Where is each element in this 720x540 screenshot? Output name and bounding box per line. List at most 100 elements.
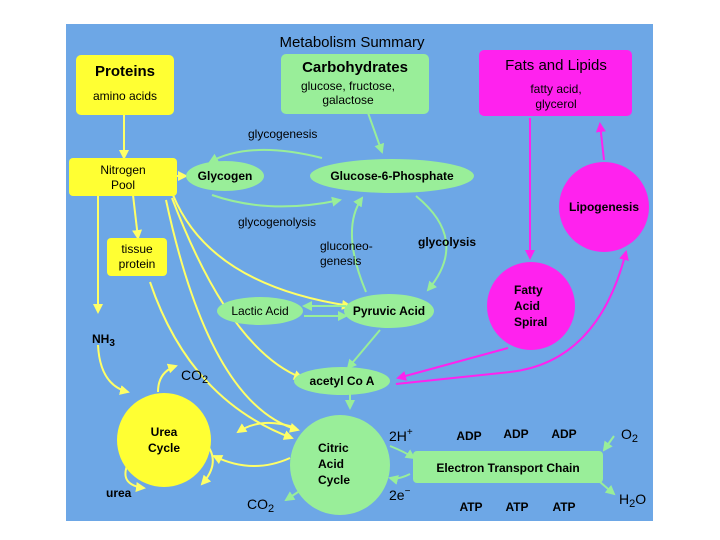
nh3-sub: 3	[109, 338, 115, 349]
lactic-acid-node: Lactic Acid	[217, 297, 303, 325]
h2o-tail: O	[635, 491, 646, 507]
glycogenesis-label: glycogenesis	[248, 127, 317, 141]
o2-sub: 2	[632, 433, 638, 445]
proteins-box: Proteins amino acids	[76, 55, 174, 115]
e2minus-main: 2e	[389, 487, 405, 503]
fats-sub2: glycerol	[535, 97, 576, 111]
magenta-arrows	[395, 118, 629, 385]
citric-acid-cycle-line3: Cycle	[318, 473, 350, 487]
arrow-acetyl-to-lipogenesis	[395, 250, 629, 385]
etc-box: Electron Transport Chain	[413, 451, 603, 483]
co2-top-label: CO2	[181, 367, 208, 386]
fatty-acid-spiral-line3: Spiral	[514, 315, 547, 329]
urea-cycle-line2: Cycle	[148, 441, 180, 455]
e2minus-label: 2e−	[389, 486, 411, 503]
atp-label-2: ATP	[505, 500, 528, 514]
arrow-citric-to-co2	[284, 491, 299, 502]
arrow-nitrogen-to-tissue	[132, 194, 143, 240]
proteins-title: Proteins	[95, 63, 155, 80]
arrow-urea-to-co2	[157, 363, 178, 393]
co2-bottom-label: CO2	[247, 496, 274, 515]
nh3-main: NH	[92, 332, 109, 346]
tissue-protein-line1: tissue	[121, 242, 153, 256]
o2-main: O	[621, 426, 632, 442]
co2-bottom-main: CO	[247, 496, 268, 512]
arrow-etc-to-h2o	[599, 481, 616, 496]
h2o-main: H	[619, 491, 629, 507]
atp-label-1: ATP	[459, 500, 482, 514]
glycogen-label: Glycogen	[198, 169, 253, 183]
h2plus-main: 2H	[389, 428, 407, 444]
glycogenolysis-label: glycogenolysis	[238, 215, 316, 229]
carbohydrates-sub1: glucose, fructose,	[301, 79, 395, 93]
nitrogen-pool-line2: Pool	[111, 178, 135, 192]
arrow-tissue-to-citric	[149, 281, 294, 440]
arrow-glycogenesis	[208, 148, 323, 163]
lipogenesis-node: Lipogenesis	[559, 162, 649, 252]
h2o-sub: 2	[629, 498, 635, 510]
page-title: Metabolism Summary	[279, 34, 425, 51]
arrow-nh3-to-urea	[97, 344, 130, 395]
citric-acid-cycle-line1: Citric	[318, 441, 349, 455]
nitrogen-pool-box: Nitrogen Pool	[69, 158, 177, 196]
fatty-acid-spiral-line1: Fatty	[514, 283, 543, 297]
carbohydrates-title: Carbohydrates	[302, 59, 408, 76]
tissue-protein-line2: protein	[119, 257, 156, 271]
g6p-node: Glucose-6-Phosphate	[310, 159, 474, 193]
lactic-acid-label: Lactic Acid	[231, 304, 288, 318]
pyruvic-acid-label: Pyruvic Acid	[353, 304, 425, 318]
arrow-urea-out	[124, 465, 146, 492]
glycogen-node: Glycogen	[186, 161, 264, 191]
nitrogen-pool-line1: Nitrogen	[100, 163, 145, 177]
nh3-label: NH3	[92, 332, 115, 349]
gluconeogenesis-line1: gluconeo-	[320, 239, 373, 253]
glycolysis-label: glycolysis	[418, 235, 476, 249]
carbohydrates-box: Carbohydrates glucose, fructose, galacto…	[281, 54, 429, 114]
citric-acid-cycle-line2: Acid	[318, 457, 344, 471]
citric-acid-cycle-node: Citric Acid Cycle	[290, 415, 390, 515]
co2-top-sub: 2	[202, 374, 208, 386]
arrow-lipogenesis-to-fats	[595, 122, 606, 161]
adp-label-1: ADP	[456, 429, 481, 443]
co2-bottom-sub: 2	[268, 503, 274, 515]
atp-label-3: ATP	[552, 500, 575, 514]
arrow-spiral-to-acetyl	[396, 347, 509, 381]
fatty-acid-spiral-line2: Acid	[514, 299, 540, 313]
fats-sub1: fatty acid,	[530, 82, 581, 96]
fats-box: Fats and Lipids fatty acid, glycerol	[479, 50, 632, 116]
h2plus-label: 2H+	[389, 427, 413, 444]
arrow-etc-to-citric	[388, 473, 411, 485]
urea-label: urea	[106, 486, 132, 500]
arrow-glycogenolysis	[211, 194, 342, 208]
arrow-nitrogen-to-pyruvic	[172, 194, 352, 310]
carbohydrates-sub2: galactose	[322, 93, 374, 107]
g6p-label: Glucose-6-Phosphate	[330, 169, 454, 183]
arrow-nitrogen-to-citric	[165, 199, 300, 433]
gluconeogenesis-line2: genesis	[320, 254, 361, 268]
arrow-glycolysis	[415, 195, 448, 292]
tissue-protein-box: tissue protein	[107, 238, 167, 276]
h2plus-sup: +	[407, 427, 413, 438]
acetyl-coa-label: acetyl Co A	[310, 374, 375, 388]
pyruvic-acid-node: Pyruvic Acid	[344, 294, 434, 328]
arrow-pyruvic-to-acetyl	[346, 329, 381, 370]
urea-cycle-line1: Urea	[151, 425, 178, 439]
arrow-gluconeogenesis	[350, 196, 367, 293]
proteins-sub: amino acids	[93, 89, 157, 103]
h2o-label: H2O	[619, 491, 646, 510]
arrow-citric-to-etc	[389, 445, 416, 460]
fatty-acid-spiral-node: Fatty Acid Spiral	[487, 262, 575, 350]
fats-title: Fats and Lipids	[505, 57, 607, 74]
etc-label: Electron Transport Chain	[436, 461, 579, 475]
e2minus-sup: −	[405, 486, 411, 497]
arrow-o2-to-etc	[602, 435, 615, 452]
co2-top-main: CO	[181, 367, 202, 383]
o2-label: O2	[621, 426, 638, 445]
lipogenesis-label: Lipogenesis	[569, 200, 639, 214]
arrow-citric-to-urea	[212, 455, 291, 467]
acetyl-coa-node: acetyl Co A	[294, 367, 390, 395]
adp-label-2: ADP	[503, 427, 528, 441]
green-arrows	[208, 95, 616, 502]
arrow-citric-loop	[236, 421, 297, 434]
